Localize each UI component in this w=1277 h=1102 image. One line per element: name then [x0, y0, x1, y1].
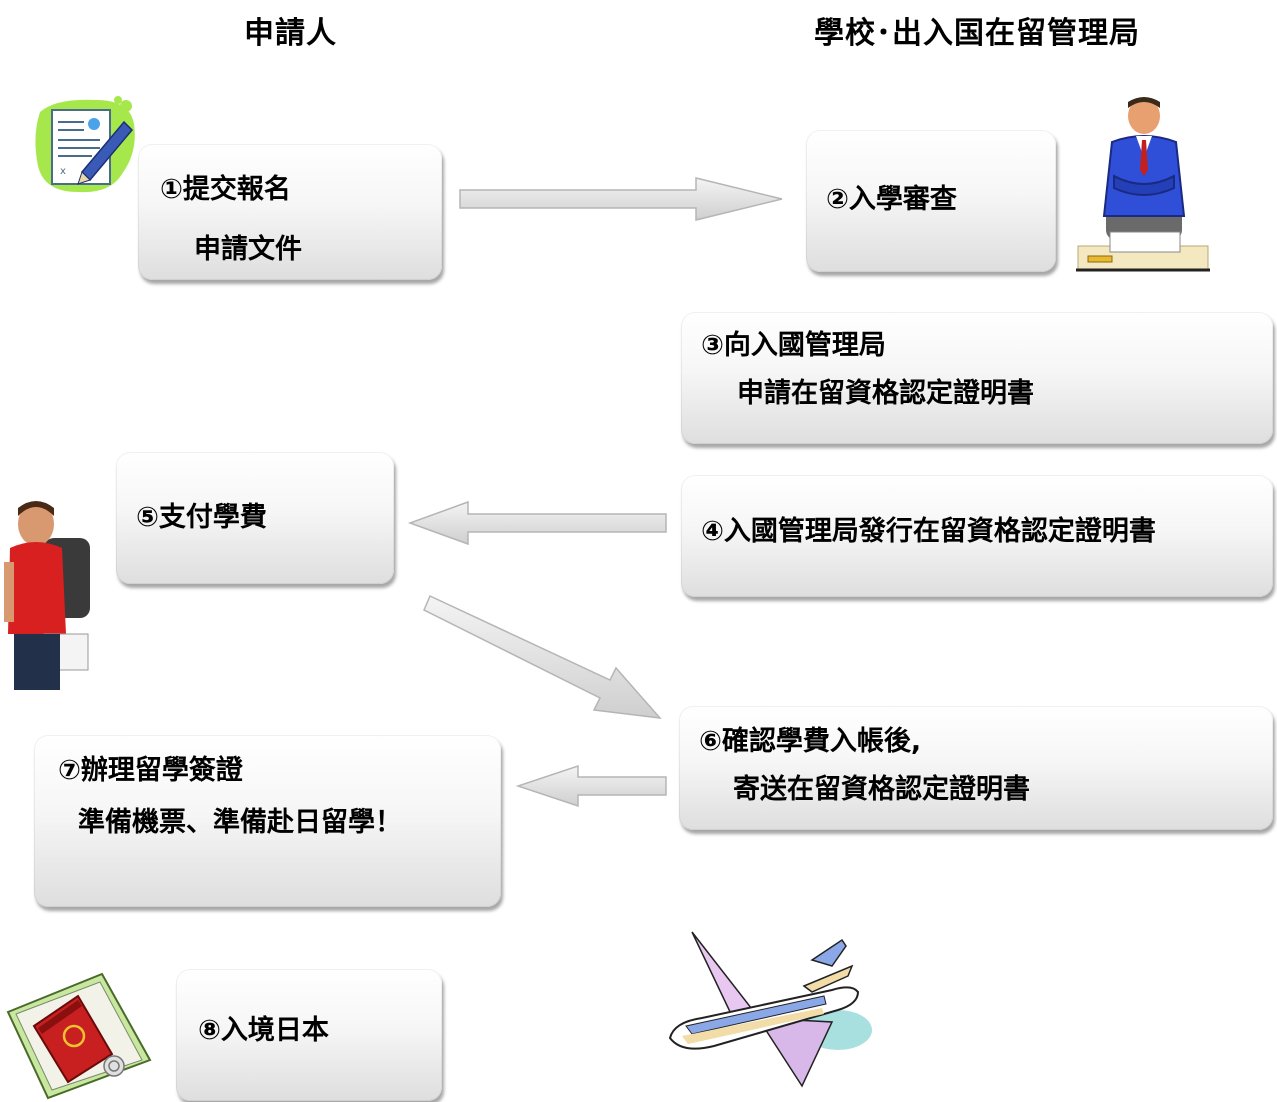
passport-icon	[6, 972, 152, 1100]
step-6-box: ⑥確認學費入帳後, 寄送在留資格認定證明書	[679, 706, 1273, 830]
step-4-line1: ④入國管理局發行在留資格認定證明書	[701, 516, 1156, 547]
businessman-icon	[1076, 97, 1210, 272]
step-7-line1: ⑦辦理留學簽證	[58, 755, 243, 786]
svg-text:x: x	[60, 166, 66, 177]
arrow-step1-to-step2	[459, 177, 783, 221]
student-icon	[4, 501, 90, 690]
step-5-box: ⑤支付學費	[116, 452, 394, 584]
step-4-box: ④入國管理局發行在留資格認定證明書	[681, 475, 1273, 597]
step-6-line2: 寄送在留資格認定證明書	[733, 774, 1030, 805]
step-2-line1: ②入學審查	[826, 184, 957, 215]
school-column-header: 學校･出入国在留管理局	[814, 16, 1140, 51]
step-5-line1: ⑤支付學費	[136, 502, 267, 533]
document-pen-icon: x	[35, 96, 135, 193]
step-8-line1: ⑧入境日本	[198, 1015, 329, 1046]
step-7-box: ⑦辦理留學簽證 準備機票、準備赴日留學！	[34, 735, 501, 907]
arrow-step6-to-step7	[515, 764, 667, 808]
step-8-box: ⑧入境日本	[176, 969, 442, 1101]
arrow-step4-to-step5	[407, 500, 667, 546]
step-3-line2: 申請在留資格認定證明書	[737, 378, 1034, 409]
step-7-line2: 準備機票、準備赴日留學！	[78, 807, 402, 838]
step-3-line1: ③向入國管理局	[701, 330, 886, 361]
step-1-line1: ①提交報名	[160, 174, 291, 205]
step-2-box: ②入學審查	[806, 130, 1056, 272]
applicant-column-header: 申請人	[244, 16, 337, 51]
step-1-line2: 申請文件	[194, 234, 302, 265]
arrow-step5-to-step6	[423, 594, 662, 719]
step-3-box: ③向入國管理局 申請在留資格認定證明書	[681, 312, 1273, 444]
step-6-line1: ⑥確認學費入帳後,	[699, 726, 922, 757]
step-1-box: ①提交報名 申請文件	[138, 144, 442, 280]
airplane-icon	[668, 931, 872, 1088]
